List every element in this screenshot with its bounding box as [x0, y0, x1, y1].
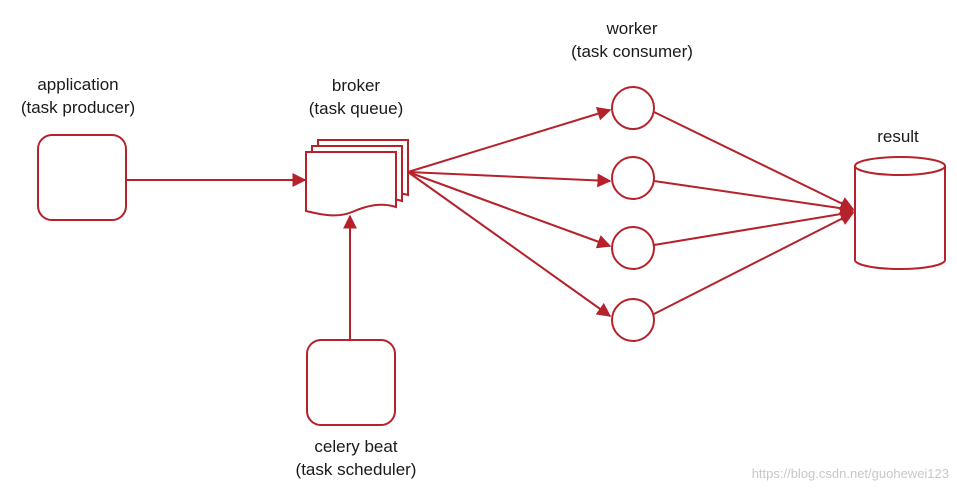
- broker-subtitle: (task queue): [308, 99, 404, 118]
- celery-beat-label: celery beat (task scheduler): [296, 435, 417, 481]
- arrow-worker-4-to-result: [653, 212, 855, 315]
- watermark-url: https://blog.csdn.net/guohewei123: [751, 466, 949, 481]
- result-title: result: [877, 127, 919, 146]
- application-title: application: [37, 75, 119, 94]
- broker-queue-icon: [305, 139, 409, 217]
- arrow-worker-2-to-result: [653, 180, 855, 216]
- worker-subtitle: (task consumer): [571, 42, 693, 61]
- worker-4-node: [611, 298, 655, 342]
- worker-title: worker: [606, 19, 658, 38]
- celery-beat-node: [306, 339, 396, 426]
- arrow-worker-1-to-result: [653, 111, 855, 210]
- worker-2-node: [611, 156, 655, 200]
- arrow-broker-to-worker-1: [407, 107, 612, 173]
- arrow-broker-to-worker-4: [407, 171, 612, 317]
- celery-beat-title: celery beat: [314, 437, 398, 456]
- worker-1-node: [611, 86, 655, 130]
- application-subtitle: (task producer): [20, 98, 136, 117]
- broker-label: broker (task queue): [309, 74, 404, 120]
- arrow-worker-3-to-result: [653, 207, 855, 246]
- worker-3-node: [611, 226, 655, 270]
- broker-title: broker: [331, 76, 381, 95]
- application-node: [37, 134, 127, 221]
- result-label: result: [877, 125, 919, 148]
- arrow-broker-to-worker-3: [407, 171, 612, 249]
- celery-beat-subtitle: (task scheduler): [295, 460, 417, 479]
- arrow-broker-to-worker-2: [407, 171, 612, 188]
- application-label: application (task producer): [21, 73, 135, 119]
- worker-label: worker (task consumer): [571, 17, 693, 63]
- result-database-icon: [854, 156, 946, 270]
